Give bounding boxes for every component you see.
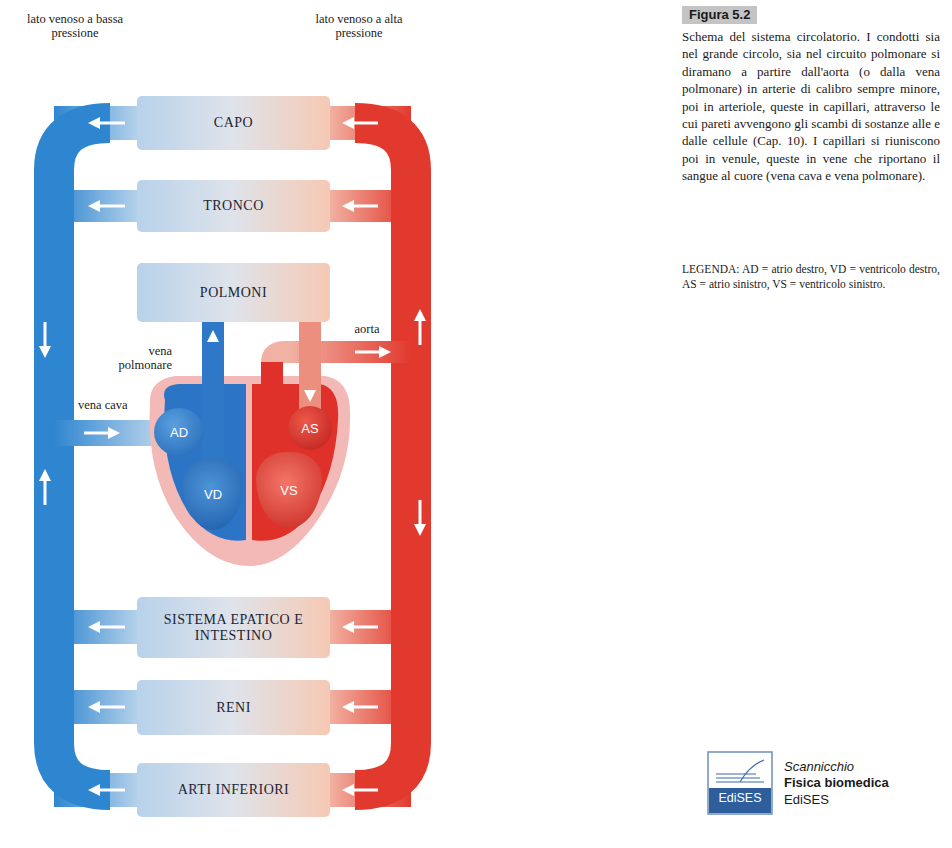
organ-box: TRONCO [137, 180, 330, 232]
node-text: SISTEMA EPATICO E INTESTINO [145, 612, 322, 644]
node-text: VD [204, 487, 222, 502]
node-text: TRONCO [203, 198, 264, 214]
heart-chamber: AD [154, 408, 204, 456]
logo-text: EdiSES [709, 791, 771, 805]
vessel-connector [304, 322, 316, 410]
publisher-name: EdiSES [784, 793, 944, 807]
side-label: lato venoso a alta pressione [296, 12, 422, 40]
book-title: Fisica biomedica [784, 776, 944, 790]
vessel-label: vena polmonare [96, 344, 172, 372]
organ-box: CAPO [137, 96, 330, 150]
organ-box: RENI [137, 680, 330, 735]
side-label: lato venoso a bassa pressione [12, 12, 138, 40]
heart-chamber: AS [288, 406, 332, 450]
vessel-label: aorta [342, 322, 392, 336]
organ-box: ARTI INFERIORI [137, 763, 330, 817]
node-text: CAPO [214, 115, 253, 131]
figure-caption: Schema del sistema circolatorio. I condo… [682, 28, 940, 185]
node-text: ARTI INFERIORI [178, 782, 290, 798]
node-text: AD [170, 425, 188, 440]
node-text: VS [280, 483, 297, 498]
organ-box: SISTEMA EPATICO E INTESTINO [137, 597, 330, 658]
node-text: POLMONI [200, 285, 267, 301]
vessel-label: vena cava [78, 398, 158, 412]
figure-title: Figura 5.2 [682, 6, 757, 24]
organ-box: POLMONI [137, 263, 330, 322]
legend-note: LEGENDA: AD = atrio destro, VD = ventric… [682, 262, 940, 292]
node-text: AS [301, 421, 318, 436]
author-name: Scannicchio [784, 760, 944, 774]
node-text: RENI [216, 700, 251, 716]
vessel-connector [207, 322, 219, 462]
